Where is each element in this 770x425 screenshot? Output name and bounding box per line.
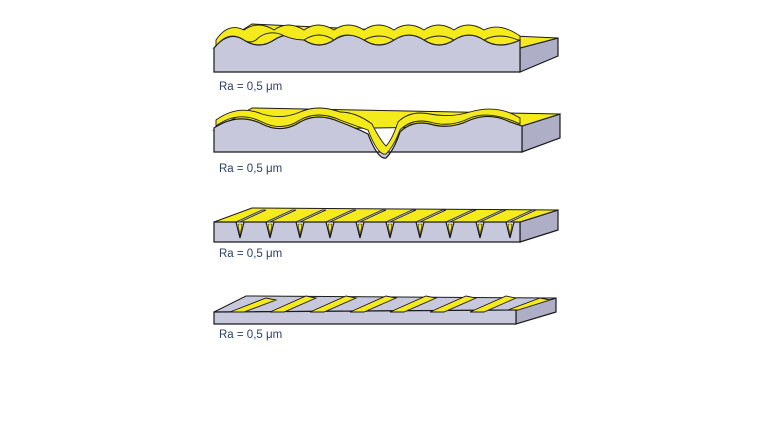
crest-highlights (215, 107, 521, 155)
roughness-label: Ra = 0,5 μm (219, 329, 283, 341)
block-front-face (213, 115, 523, 159)
crest-highlights (215, 24, 521, 48)
block-front-face (213, 221, 521, 243)
roughness-label: Ra = 0,5 μm (219, 248, 283, 260)
profile-block-downward-spikes (213, 207, 559, 243)
roughness-label: Ra = 0,5 μm (219, 81, 283, 93)
spike-tips (237, 223, 513, 237)
profile-block-deep-valley (212, 107, 561, 159)
profile-block-smooth-waves (212, 23, 559, 73)
stripe-highlights (235, 209, 537, 223)
roughness-label: Ra = 0,5 μm (219, 163, 283, 175)
profile-block-sawtooth (213, 295, 557, 325)
ridge-highlights (229, 295, 551, 313)
